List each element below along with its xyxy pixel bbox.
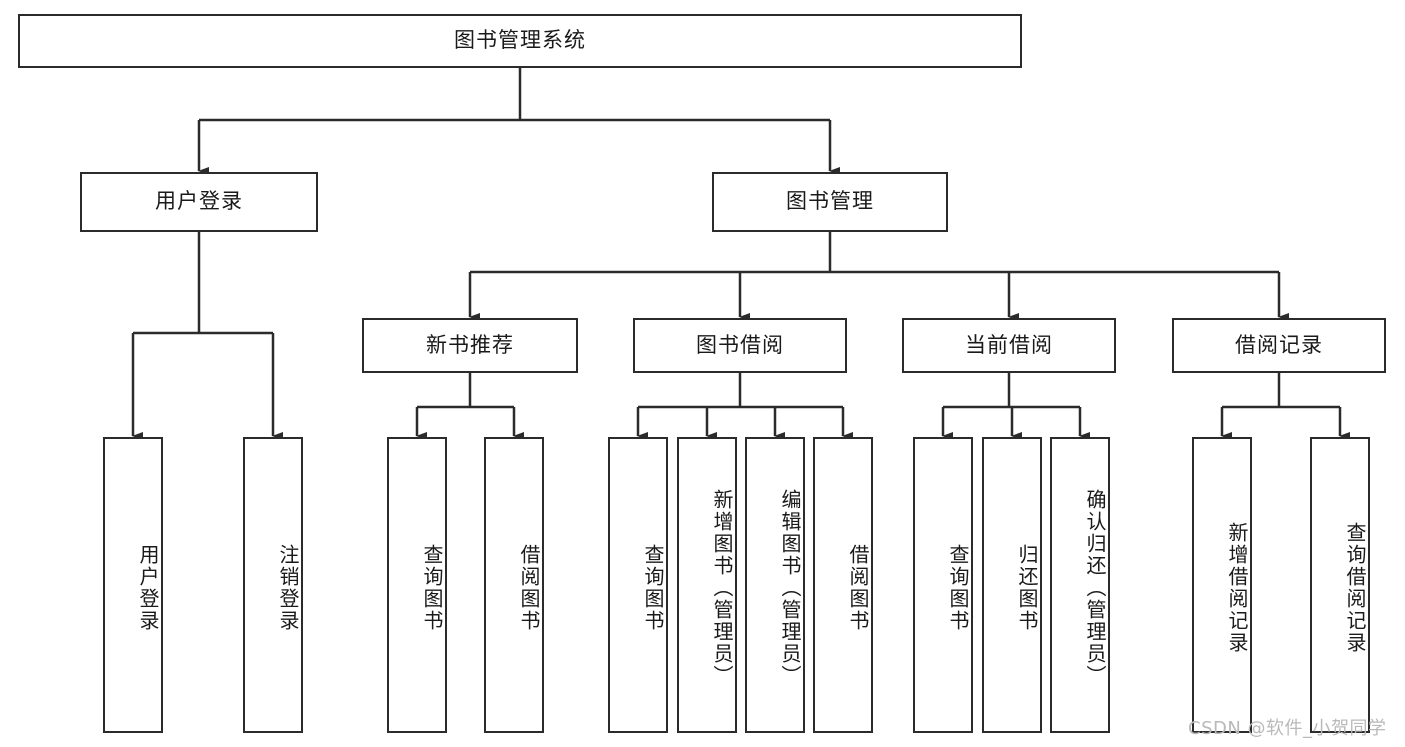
node-leaf-user-login[interactable]: 用户登录 (103, 437, 163, 733)
node-leaf-query-1[interactable]: 查询图书 (387, 437, 447, 733)
node-label: 查询图书 (420, 544, 444, 632)
node-label: 新书推荐 (426, 332, 514, 357)
node-label: 用户登录 (136, 544, 160, 632)
node-leaf-logout[interactable]: 注销登录 (243, 437, 303, 733)
node-leaf-edit-book[interactable]: 编辑图书（管理员） (745, 437, 805, 733)
node-label: 确认归还（管理员） (1083, 489, 1107, 687)
node-root[interactable]: 图书管理系统 (18, 14, 1022, 68)
node-label: 用户登录 (155, 189, 243, 214)
node-leaf-confirm[interactable]: 确认归还（管理员） (1050, 437, 1110, 733)
node-label: 借阅图书 (846, 544, 870, 632)
node-label: 图书管理系统 (454, 28, 586, 53)
node-label: 新增图书（管理员） (710, 489, 734, 687)
node-label: 编辑图书（管理员） (778, 489, 802, 687)
node-label: 查询借阅记录 (1343, 522, 1367, 654)
node-book-manage[interactable]: 图书管理 (712, 172, 948, 232)
node-label: 图书借阅 (696, 332, 784, 357)
node-leaf-borrow-1[interactable]: 借阅图书 (484, 437, 544, 733)
node-new-book-rec[interactable]: 新书推荐 (362, 318, 578, 373)
node-current-borrow[interactable]: 当前借阅 (902, 318, 1116, 373)
node-label: 归还图书 (1015, 544, 1039, 632)
node-label: 新增借阅记录 (1225, 522, 1249, 654)
node-user-login[interactable]: 用户登录 (80, 172, 318, 232)
node-label: 当前借阅 (965, 332, 1053, 357)
node-label: 查询图书 (641, 544, 665, 632)
node-label: 借阅记录 (1235, 332, 1323, 357)
node-leaf-return[interactable]: 归还图书 (982, 437, 1042, 733)
node-label: 借阅图书 (517, 544, 541, 632)
node-book-borrow[interactable]: 图书借阅 (633, 318, 847, 373)
node-label: 查询图书 (946, 544, 970, 632)
node-label: 注销登录 (276, 544, 300, 632)
node-leaf-add-book[interactable]: 新增图书（管理员） (677, 437, 737, 733)
node-borrow-record[interactable]: 借阅记录 (1172, 318, 1386, 373)
node-leaf-borrow-2[interactable]: 借阅图书 (813, 437, 873, 733)
node-leaf-query-3[interactable]: 查询图书 (913, 437, 973, 733)
node-leaf-query-2[interactable]: 查询图书 (608, 437, 668, 733)
watermark-text: CSDN @软件_小贺同学 (1188, 718, 1387, 739)
node-leaf-add-rec[interactable]: 新增借阅记录 (1192, 437, 1252, 733)
node-leaf-query-rec[interactable]: 查询借阅记录 (1310, 437, 1370, 733)
node-label: 图书管理 (786, 189, 874, 214)
